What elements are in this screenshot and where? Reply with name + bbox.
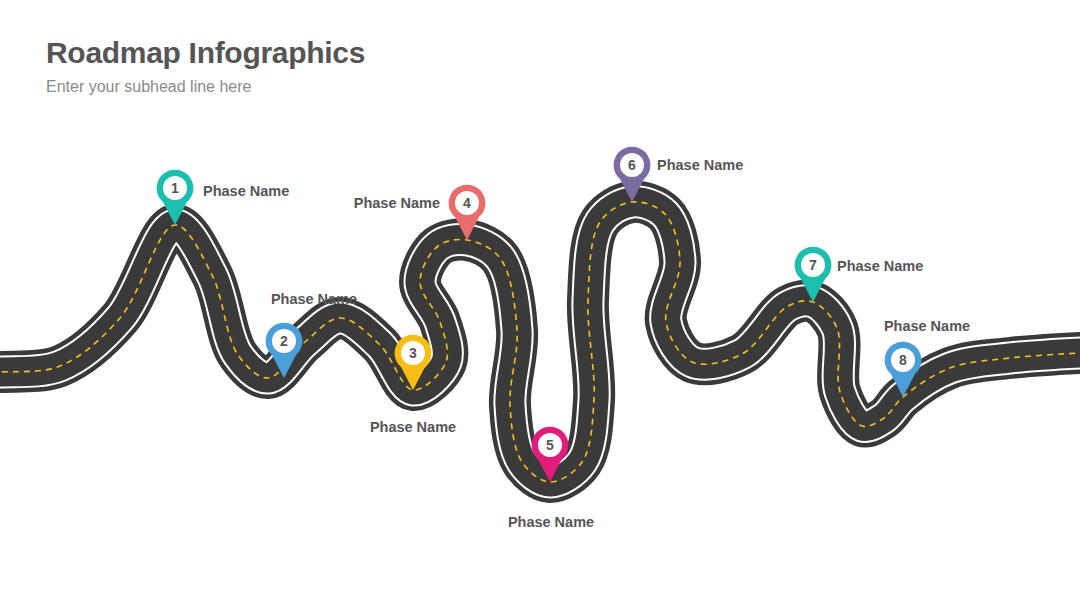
title: Roadmap Infographics bbox=[46, 36, 365, 70]
pin-body bbox=[266, 323, 303, 378]
map-pin: 5Phase Name bbox=[531, 426, 569, 482]
pin-body bbox=[614, 147, 651, 202]
pin-shape bbox=[448, 184, 486, 240]
phase-label: Phase Name bbox=[508, 513, 594, 531]
callout-number: 3 bbox=[394, 343, 432, 363]
subhead: Enter your subhead line here bbox=[46, 78, 251, 96]
phase-label: Phase Name bbox=[837, 257, 923, 275]
pin-body bbox=[449, 185, 486, 240]
callout-number: 2 bbox=[265, 331, 303, 351]
callout-number: 7 bbox=[794, 255, 832, 275]
pin-shape bbox=[794, 246, 832, 302]
map-pin: 3Phase Name bbox=[394, 334, 432, 390]
pin-shape bbox=[265, 322, 303, 378]
phase-label: Phase Name bbox=[884, 317, 970, 335]
pin-shape bbox=[531, 426, 569, 482]
pin-body bbox=[795, 247, 832, 302]
road-center-dash bbox=[0, 202, 1080, 482]
phase-label: Phase Name bbox=[354, 194, 440, 212]
map-pin: 6Phase Name bbox=[613, 146, 651, 202]
map-pin: 7Phase Name bbox=[794, 246, 832, 302]
pin-shape bbox=[613, 146, 651, 202]
callout-number: 8 bbox=[884, 350, 922, 370]
pin-shape bbox=[884, 341, 922, 397]
road-surface bbox=[0, 202, 1080, 482]
road-white-line bbox=[0, 202, 1080, 482]
phase-label: Phase Name bbox=[370, 418, 456, 436]
map-pin: 8Phase Name bbox=[884, 341, 922, 397]
callout-number: 5 bbox=[531, 435, 569, 455]
callout-number: 6 bbox=[613, 155, 651, 175]
map-pin: 4Phase Name bbox=[448, 184, 486, 240]
callout-number: 1 bbox=[156, 178, 194, 198]
pin-shape bbox=[156, 169, 194, 225]
callout-number: 4 bbox=[448, 193, 486, 213]
map-pin: 2Phase Name bbox=[265, 322, 303, 378]
phase-label: Phase Name bbox=[203, 182, 289, 200]
pin-shape bbox=[394, 334, 432, 390]
pin-body bbox=[395, 335, 432, 390]
phase-label: Phase Name bbox=[271, 290, 357, 308]
pin-body bbox=[157, 170, 194, 225]
map-pin: 1Phase Name bbox=[156, 169, 194, 225]
pin-body bbox=[532, 427, 569, 482]
road-edge bbox=[0, 202, 1080, 482]
phase-label: Phase Name bbox=[657, 156, 743, 174]
pin-body bbox=[885, 342, 922, 397]
